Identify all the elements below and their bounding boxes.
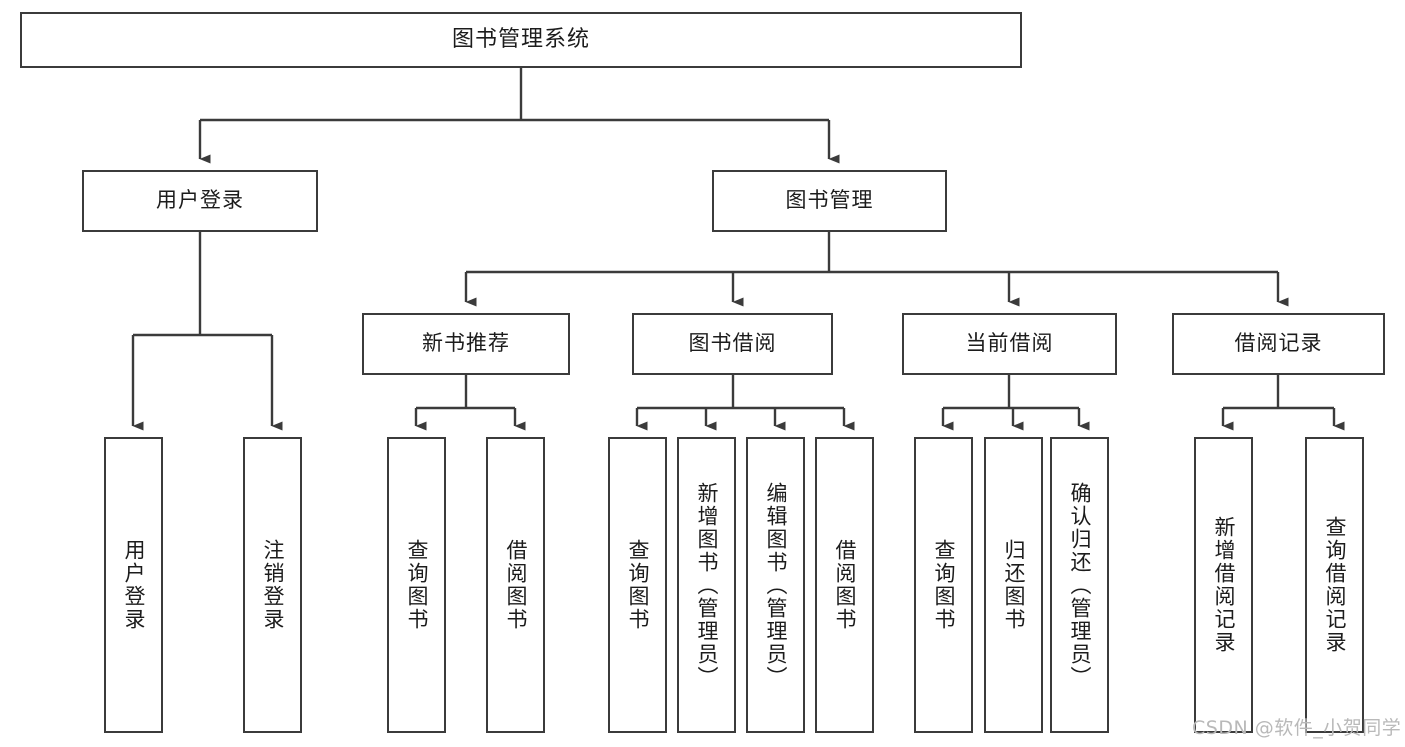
leaf-edit-book[interactable]: 编辑图书（管理员） (746, 437, 805, 733)
node-new-book-recommend[interactable]: 新书推荐 (362, 313, 570, 375)
leaf-add-record[interactable]: 新增借阅记录 (1194, 437, 1253, 733)
node-book-borrow[interactable]: 图书借阅 (632, 313, 833, 375)
tree-connectors (131, 68, 1345, 431)
node-label: 借阅记录 (1234, 331, 1323, 356)
leaf-query-book-1[interactable]: 查询图书 (387, 437, 446, 733)
leaf-query-record[interactable]: 查询借阅记录 (1305, 437, 1364, 733)
node-user-login[interactable]: 用户登录 (82, 170, 318, 232)
node-borrow-record[interactable]: 借阅记录 (1172, 313, 1385, 375)
leaf-add-book[interactable]: 新增图书（管理员） (677, 437, 736, 733)
node-root-system[interactable]: 图书管理系统 (20, 12, 1022, 68)
node-label: 借阅图书 (504, 539, 528, 631)
node-label: 确认归还（管理员） (1068, 481, 1092, 689)
node-label: 图书管理系统 (451, 26, 590, 52)
node-label: 图书借阅 (688, 331, 777, 356)
node-label: 新增图书（管理员） (695, 481, 719, 689)
node-book-manage[interactable]: 图书管理 (712, 170, 947, 232)
leaf-return-book[interactable]: 归还图书 (984, 437, 1043, 733)
node-current-borrow[interactable]: 当前借阅 (902, 313, 1117, 375)
leaf-user-login[interactable]: 用户登录 (104, 437, 163, 733)
leaf-confirm-return[interactable]: 确认归还（管理员） (1050, 437, 1109, 733)
node-label: 编辑图书（管理员） (764, 481, 788, 689)
node-label: 新增借阅记录 (1212, 516, 1236, 654)
node-label: 查询借阅记录 (1323, 516, 1347, 654)
leaf-logout[interactable]: 注销登录 (243, 437, 302, 733)
node-label: 查询图书 (626, 539, 650, 631)
leaf-borrow-book-1[interactable]: 借阅图书 (486, 437, 545, 733)
node-label: 用户登录 (156, 188, 244, 213)
node-label: 新书推荐 (422, 331, 510, 356)
node-label: 归还图书 (1002, 539, 1026, 631)
node-label: 图书管理 (785, 188, 874, 213)
node-label: 借阅图书 (833, 539, 857, 631)
node-label: 查询图书 (932, 539, 956, 631)
leaf-query-book-3[interactable]: 查询图书 (914, 437, 973, 733)
leaf-query-book-2[interactable]: 查询图书 (608, 437, 667, 733)
node-label: 当前借阅 (965, 331, 1054, 356)
node-label: 用户登录 (122, 539, 146, 631)
leaf-borrow-book-2[interactable]: 借阅图书 (815, 437, 874, 733)
node-label: 注销登录 (261, 539, 285, 631)
node-label: 查询图书 (405, 539, 429, 631)
